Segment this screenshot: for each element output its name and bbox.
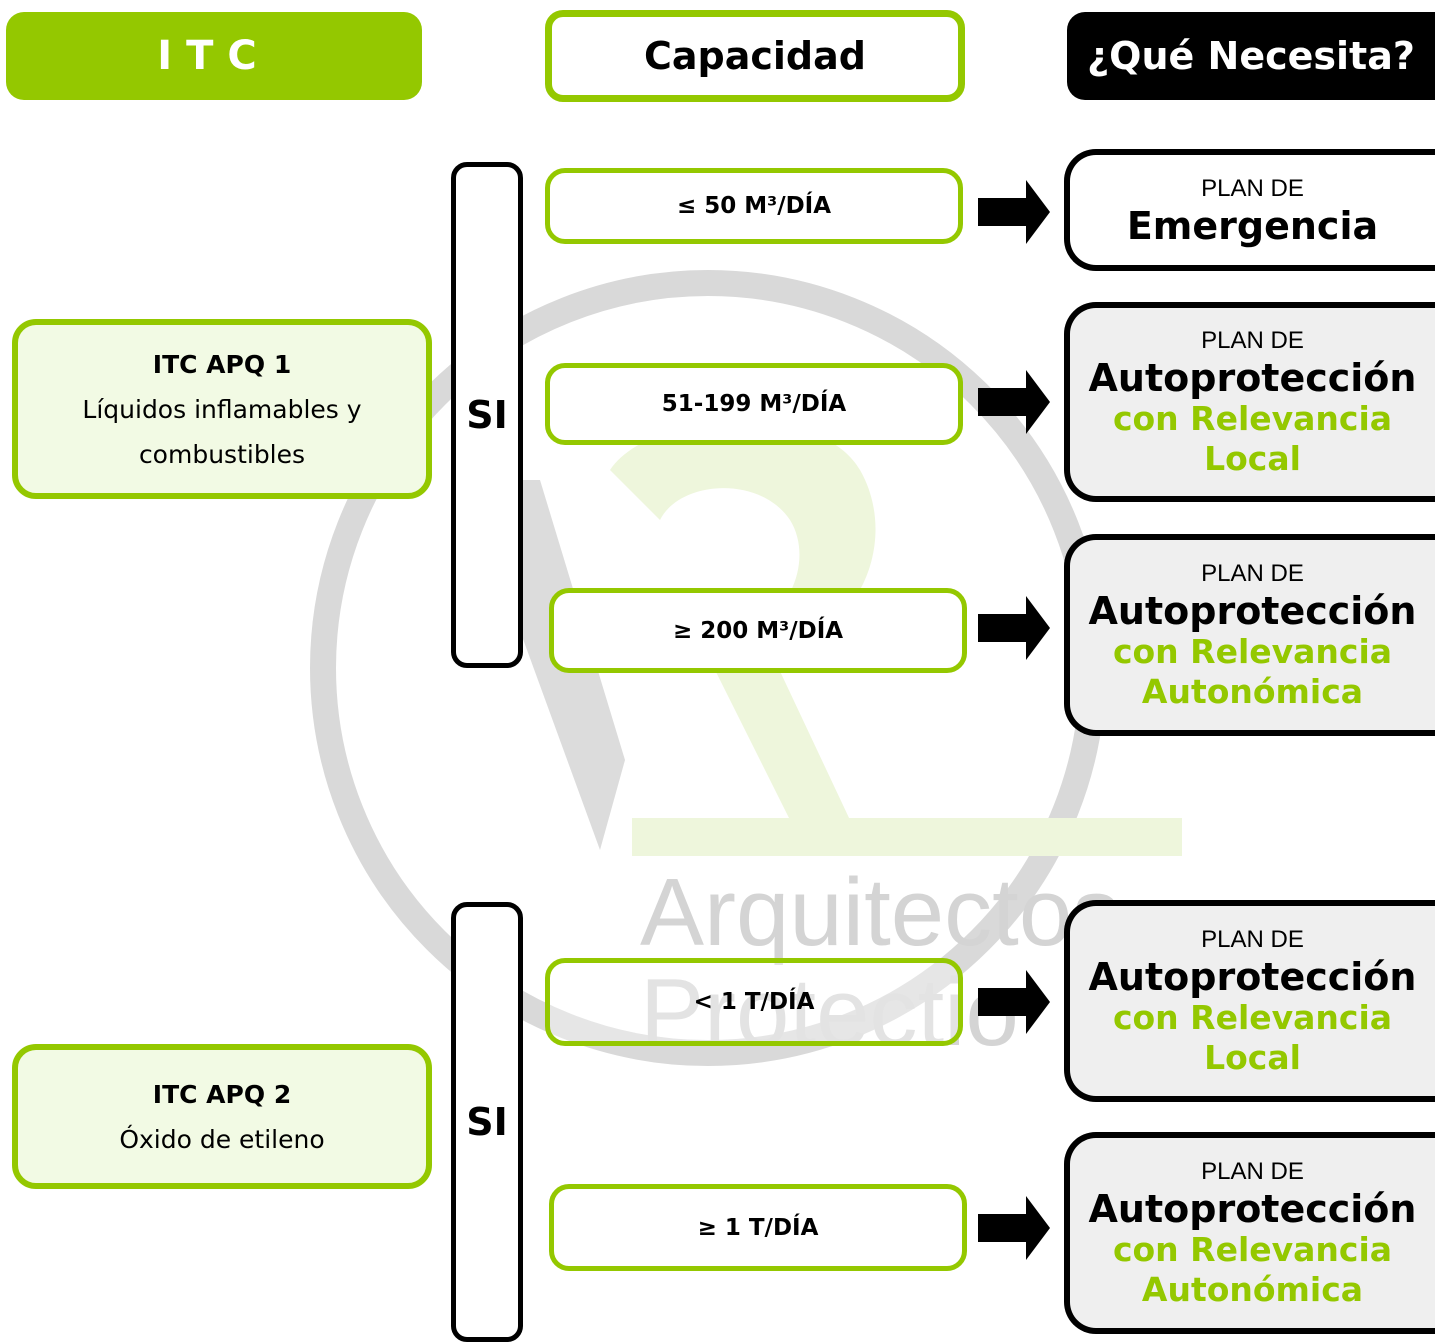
- itc-apq2-box: ITC APQ 2 Óxido de etileno: [12, 1044, 432, 1189]
- plan-main: Autoprotección: [1088, 1187, 1417, 1231]
- plan-prefix: PLAN DE: [1201, 1158, 1304, 1185]
- plan-scope: Local: [1204, 1038, 1301, 1077]
- itc-description: combustibles: [138, 439, 306, 469]
- header-itc: ITC: [6, 12, 422, 100]
- plan-relevance: con Relevancia: [1112, 998, 1393, 1037]
- plan-main: Emergencia: [1126, 204, 1379, 248]
- capacity-box: ≤ 50 M³/DÍA: [545, 168, 963, 244]
- plan-result-box: PLAN DE Autoprotección con Relevancia Lo…: [1064, 900, 1435, 1102]
- plan-scope: Autonómica: [1141, 672, 1364, 711]
- capacity-box: 51-199 M³/DÍA: [545, 363, 963, 445]
- watermark-text-1: Arquitectos: [640, 859, 1120, 966]
- right-arrow-icon: [978, 1196, 1050, 1260]
- itc-apq1-box: ITC APQ 1 Líquidos inflamables y combust…: [12, 319, 432, 499]
- condition-si-bracket: SI: [451, 902, 523, 1342]
- condition-si-bracket: SI: [451, 162, 523, 668]
- plan-result-box: PLAN DE Autoprotección con Relevancia Au…: [1064, 534, 1435, 736]
- right-arrow-icon: [978, 970, 1050, 1034]
- plan-result-box: PLAN DE Autoprotección con Relevancia Lo…: [1064, 302, 1435, 502]
- plan-main: Autoprotección: [1088, 589, 1417, 633]
- itc-description: Líquidos inflamables y: [82, 394, 362, 424]
- plan-main: Autoprotección: [1088, 356, 1417, 400]
- plan-relevance: con Relevancia: [1112, 399, 1393, 438]
- itc-title: ITC APQ 1: [152, 349, 292, 379]
- plan-prefix: PLAN DE: [1201, 175, 1304, 202]
- capacity-box: ≥ 200 M³/DÍA: [549, 588, 967, 673]
- capacity-box: ≥ 1 T/DÍA: [549, 1184, 967, 1271]
- plan-result-box: PLAN DE Emergencia: [1064, 149, 1435, 271]
- plan-result-box: PLAN DE Autoprotección con Relevancia Au…: [1064, 1132, 1435, 1334]
- header-capacidad: Capacidad: [545, 10, 965, 102]
- itc-description: Óxido de etileno: [119, 1124, 325, 1154]
- right-arrow-icon: [978, 370, 1050, 434]
- plan-prefix: PLAN DE: [1201, 327, 1304, 354]
- plan-scope: Local: [1204, 439, 1301, 478]
- plan-scope: Autonómica: [1141, 1270, 1364, 1309]
- right-arrow-icon: [978, 180, 1050, 244]
- plan-relevance: con Relevancia: [1112, 632, 1393, 671]
- plan-main: Autoprotección: [1088, 955, 1417, 999]
- plan-relevance: con Relevancia: [1112, 1230, 1393, 1269]
- capacity-box: < 1 T/DÍA: [545, 958, 963, 1046]
- itc-title: ITC APQ 2: [152, 1079, 292, 1109]
- plan-prefix: PLAN DE: [1201, 926, 1304, 953]
- plan-prefix: PLAN DE: [1201, 560, 1304, 587]
- header-que-necesita: ¿Qué Necesita?: [1067, 12, 1435, 100]
- right-arrow-icon: [978, 596, 1050, 660]
